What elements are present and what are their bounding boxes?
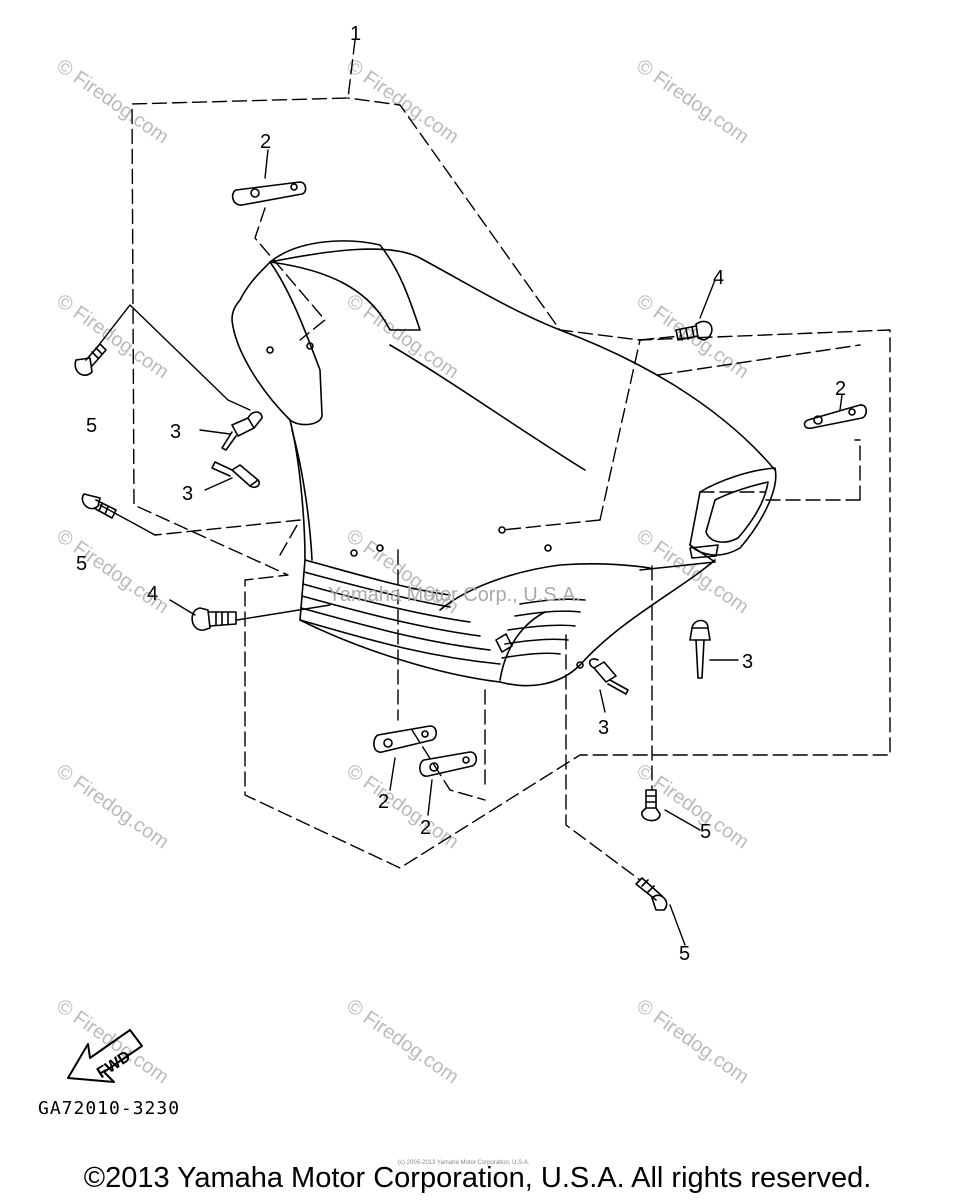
bracket-plate: [373, 725, 438, 753]
air-duct-opening: [689, 467, 777, 556]
callout-2: 2: [420, 817, 431, 839]
callout-2: 2: [260, 131, 271, 153]
callout-3: 3: [742, 651, 753, 673]
small-copyright: (c) 2005-2013 Yamaha Motor Corporation, …: [398, 1160, 530, 1166]
fender-arc: [439, 562, 651, 611]
callout-labels: 1 2 2 2 2 3 3 3 3 4 4 5 5 5 5: [76, 23, 846, 965]
screw: [641, 789, 661, 822]
center-watermark: Yamaha Motor Corp., U.S.A.: [328, 584, 582, 606]
callout-3: 3: [170, 421, 181, 443]
bolt: [675, 320, 713, 341]
rivet-fastener: [221, 411, 263, 451]
leader-lines: [94, 149, 843, 946]
callout-4: 4: [147, 583, 158, 605]
rivet-fastener: [211, 461, 261, 489]
callout-4: 4: [713, 267, 724, 289]
callout-3: 3: [182, 483, 193, 505]
callout-3: 3: [598, 717, 609, 739]
screw: [81, 493, 117, 519]
cowling-crease: [389, 344, 586, 471]
dashed-leaders: [131, 39, 891, 881]
bolt: [191, 607, 237, 631]
callout-2: 2: [378, 791, 389, 813]
cowling-side: [289, 419, 501, 683]
rivet-fastener: [495, 633, 513, 653]
callout-5: 5: [700, 821, 711, 843]
bracket-plate: [689, 544, 719, 559]
fwd-label: FWD: [94, 1048, 134, 1082]
callout-5: 5: [76, 553, 87, 575]
windshield-top: [269, 240, 421, 331]
rivet-fastener: [689, 619, 711, 679]
callout-5: 5: [86, 415, 97, 437]
cowling-bottom: [499, 559, 716, 687]
copyright-notice: ©2013 Yamaha Motor Corporation, U.S.A. A…: [83, 1162, 872, 1194]
bracket-plate: [803, 404, 868, 430]
callout-2: 2: [835, 378, 846, 400]
bracket-plate: [419, 751, 478, 777]
bracket-plate: [231, 181, 307, 206]
callout-1: 1: [350, 23, 361, 45]
screw: [635, 877, 668, 911]
fwd-arrow: [67, 1029, 143, 1083]
callout-5: 5: [679, 943, 690, 965]
screw: [74, 343, 107, 376]
rivet-fastener: [588, 658, 629, 695]
grille: [299, 559, 586, 665]
drawing-number: GA72010-3230: [38, 1098, 181, 1119]
cowling-top-edge: [269, 248, 776, 471]
